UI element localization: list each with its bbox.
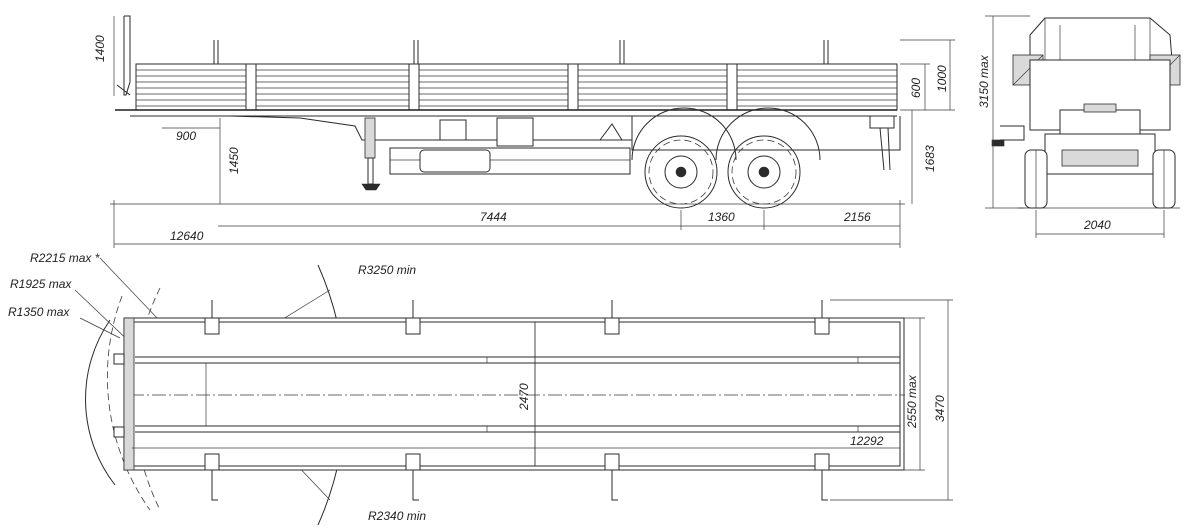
dim-rear-overhang: 2156 [843, 210, 871, 224]
dim-r-inner-max: R1350 max [8, 305, 70, 319]
dim-track: 2040 [1083, 218, 1111, 232]
dim-r-outer-min: R3250 min [358, 263, 416, 277]
dim-inner-length: 12292 [850, 434, 884, 448]
dim-deck-height: 1400 [93, 35, 107, 62]
dim-outer-width: 2550 max [905, 374, 919, 429]
dim-total-height: 1683 [923, 145, 937, 172]
dim-stake-height: 1000 [935, 65, 949, 92]
dim-axle-spacing: 1360 [708, 210, 735, 224]
dim-overall-length: 12640 [170, 229, 204, 243]
dim-coupling-height: 1450 [227, 147, 241, 174]
dim-inner-width: 2470 [517, 383, 531, 411]
dim-r-front-max: R2215 max * [30, 251, 100, 265]
dim-r-inner-min: R2340 min [368, 509, 426, 523]
dim-max-height: 3150 max [977, 54, 991, 108]
dim-stake-width: 3470 [933, 395, 947, 422]
rear-view: 3150 max 2040 [977, 15, 1181, 238]
dim-r-mid-max: R1925 max [10, 277, 72, 291]
dim-wheelbase: 7444 [480, 210, 507, 224]
top-view: R2215 max * R1925 max R1350 max R3250 mi… [8, 251, 953, 526]
dim-front-overhang: 900 [176, 129, 196, 143]
side-view: 1400 900 1450 7444 1360 2156 12640 600 1… [93, 15, 955, 248]
dim-side-board-height: 600 [909, 78, 923, 98]
